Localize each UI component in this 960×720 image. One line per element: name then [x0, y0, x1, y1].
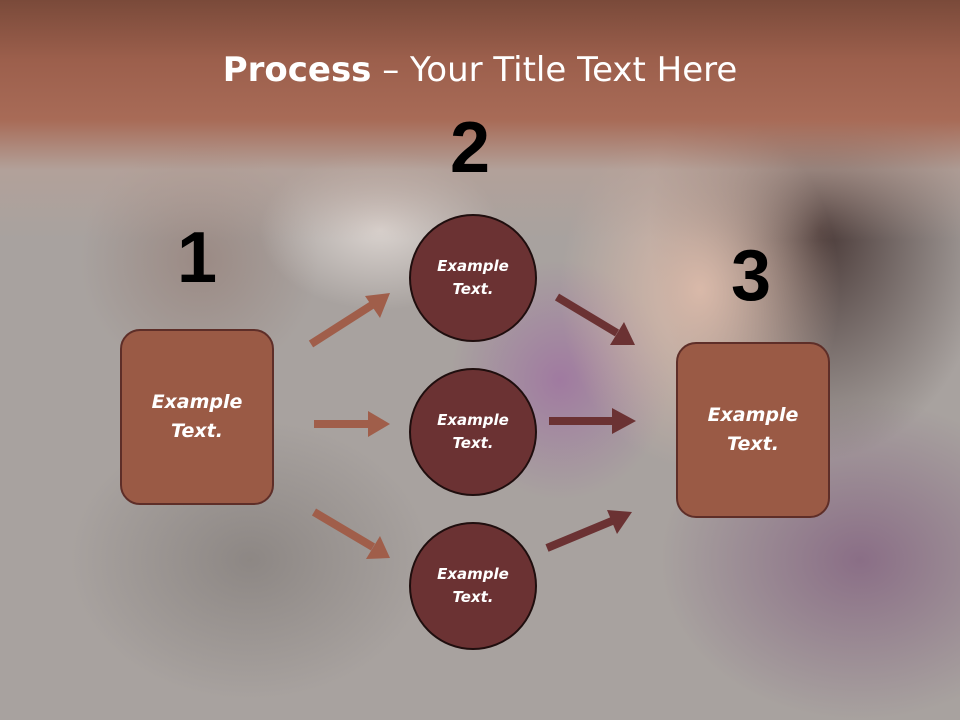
- circle-top-text: Example Text.: [437, 257, 509, 298]
- arrow-left-to-top: [308, 293, 390, 348]
- title-rest: – Your Title Text Here: [371, 50, 738, 90]
- box-right-text: Example Text.: [707, 404, 799, 455]
- arrow-left-to-middle: [314, 411, 390, 437]
- step-number-2: 2: [450, 108, 491, 188]
- slide-title: Process – Your Title Text Here: [0, 50, 960, 90]
- circle-bottom-text: Example Text.: [437, 565, 509, 606]
- process-box-right: Example Text.: [676, 342, 830, 518]
- arrow-left-to-bottom: [311, 508, 390, 559]
- process-circle-middle: Example Text.: [409, 368, 537, 496]
- step-number-1: 1: [177, 218, 218, 298]
- box-left-text: Example Text.: [151, 391, 243, 442]
- arrow-top-to-right: [554, 293, 635, 345]
- process-circle-top: Example Text.: [409, 214, 537, 342]
- arrow-bottom-to-right: [545, 510, 632, 552]
- step-number-3: 3: [731, 236, 772, 316]
- title-bold: Process: [222, 50, 372, 90]
- circle-middle-text: Example Text.: [437, 411, 509, 452]
- process-box-left: Example Text.: [120, 329, 274, 505]
- arrow-middle-to-right: [549, 408, 636, 434]
- process-circle-bottom: Example Text.: [409, 522, 537, 650]
